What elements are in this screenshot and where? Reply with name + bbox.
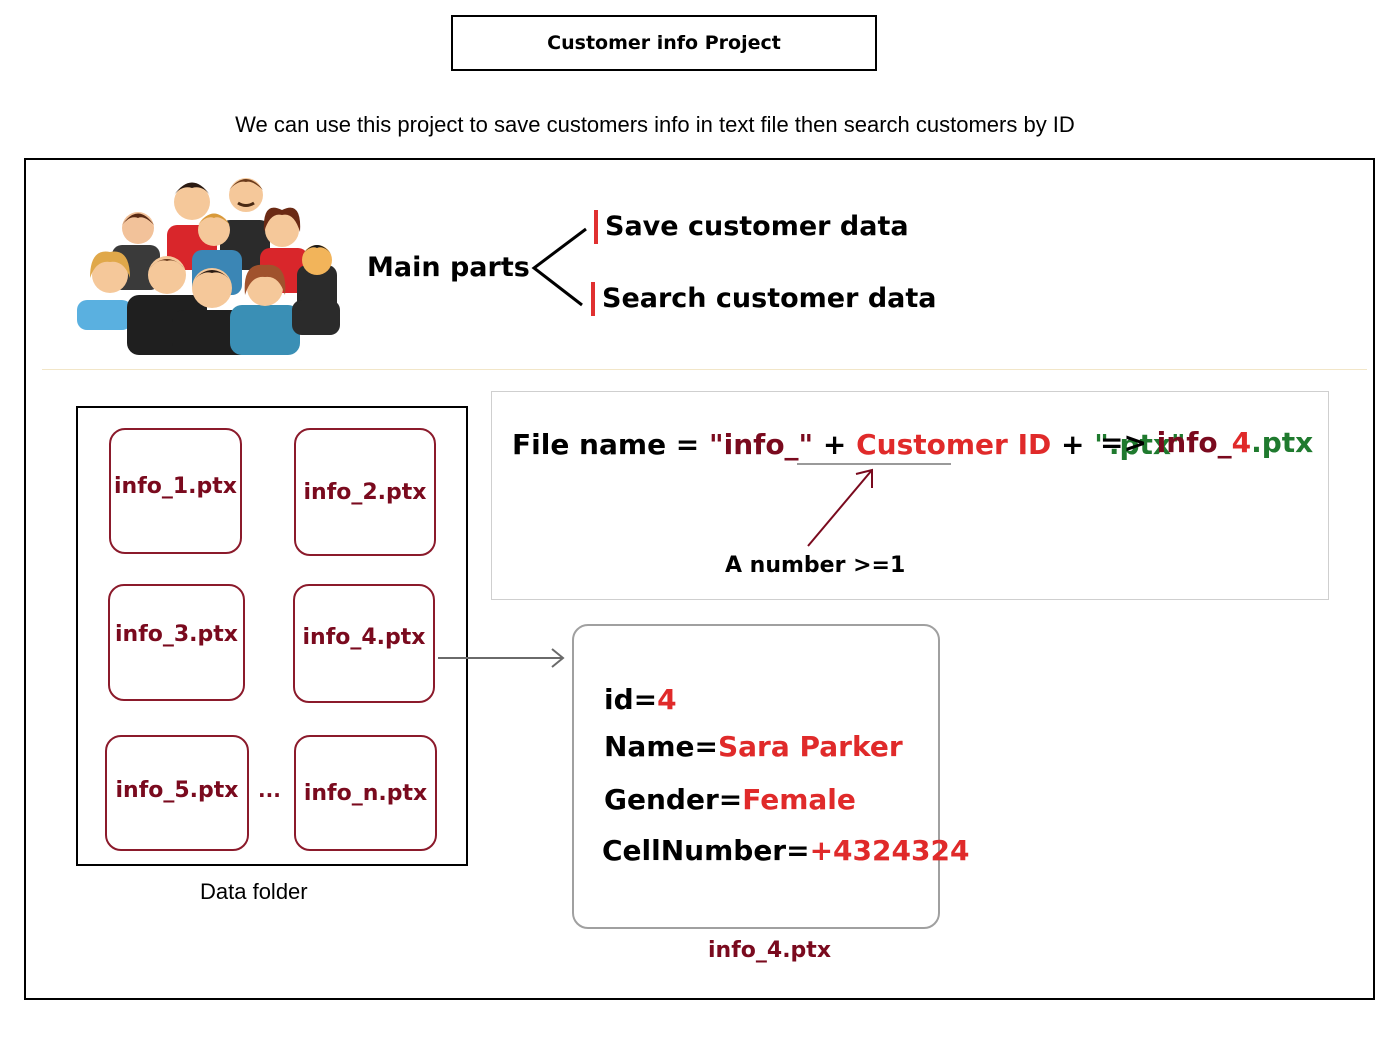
- formula-plus: +: [1051, 428, 1095, 461]
- file-content-box: [572, 624, 940, 929]
- formula-prefix-string: "info_": [709, 428, 814, 461]
- branch-bracket-icon: [531, 227, 587, 307]
- main-parts-label: Main parts: [367, 252, 530, 283]
- file-name-formula: File name = "info_" + Customer ID + ".pt…: [512, 428, 1186, 461]
- field-cellnumber: CellNumber=+4324324: [602, 834, 969, 867]
- data-folder: [76, 406, 468, 866]
- field-name-value: Sara Parker: [717, 730, 903, 763]
- formula-prefix: File name =: [512, 428, 710, 461]
- field-name-key: Name=: [604, 730, 718, 763]
- file-info-3: info_3.ptx: [108, 584, 245, 701]
- result-arrow: =>: [1100, 426, 1157, 459]
- file-info-5: info_5.ptx: [105, 735, 249, 851]
- file-info-n: info_n.ptx: [294, 735, 437, 851]
- field-gender-key: Gender=: [604, 783, 743, 816]
- field-gender: Gender=Female: [604, 783, 856, 816]
- formula-extension: ".ptx": [1094, 428, 1186, 461]
- customer-id-underline: [797, 463, 951, 465]
- customer-id-note: A number >=1: [725, 553, 906, 578]
- result-prefix: info_: [1156, 426, 1232, 459]
- field-id-value: 4: [657, 683, 677, 716]
- pointer-arrow-icon: [807, 468, 873, 547]
- file-info-1: info_1.ptx: [109, 428, 242, 554]
- main-part-search: Search customer data: [591, 282, 937, 316]
- customers-group-icon: [77, 178, 340, 355]
- file-content-caption: info_4.ptx: [708, 938, 832, 963]
- project-title-box: Customer info Project: [451, 15, 877, 71]
- field-cellnumber-value: +4324324: [809, 834, 970, 867]
- field-gender-value: Female: [742, 783, 856, 816]
- data-folder-label: Data folder: [200, 879, 308, 904]
- formula-box: [491, 391, 1329, 600]
- files-ellipsis: ...: [258, 778, 281, 802]
- result-id: 4: [1231, 426, 1252, 459]
- main-frame: [24, 158, 1375, 1000]
- formula-customer-id: Customer ID: [856, 428, 1052, 461]
- file-info-2: info_2.ptx: [294, 428, 436, 556]
- result-extension: .ptx: [1251, 426, 1314, 459]
- field-cellnumber-key: CellNumber=: [602, 834, 810, 867]
- field-name: Name=Sara Parker: [604, 730, 903, 763]
- formula-plus: +: [813, 428, 857, 461]
- main-part-save: Save customer data: [594, 210, 909, 244]
- field-id-key: id=: [604, 683, 658, 716]
- section-divider: [42, 369, 1367, 370]
- file-info-4: info_4.ptx: [293, 584, 435, 703]
- project-title: Customer info Project: [547, 32, 781, 54]
- project-subtitle: We can use this project to save customer…: [235, 112, 1075, 137]
- field-id: id=4: [604, 683, 677, 716]
- formula-result: => info_4.ptx: [1100, 426, 1313, 459]
- open-file-arrow-icon: [438, 648, 565, 668]
